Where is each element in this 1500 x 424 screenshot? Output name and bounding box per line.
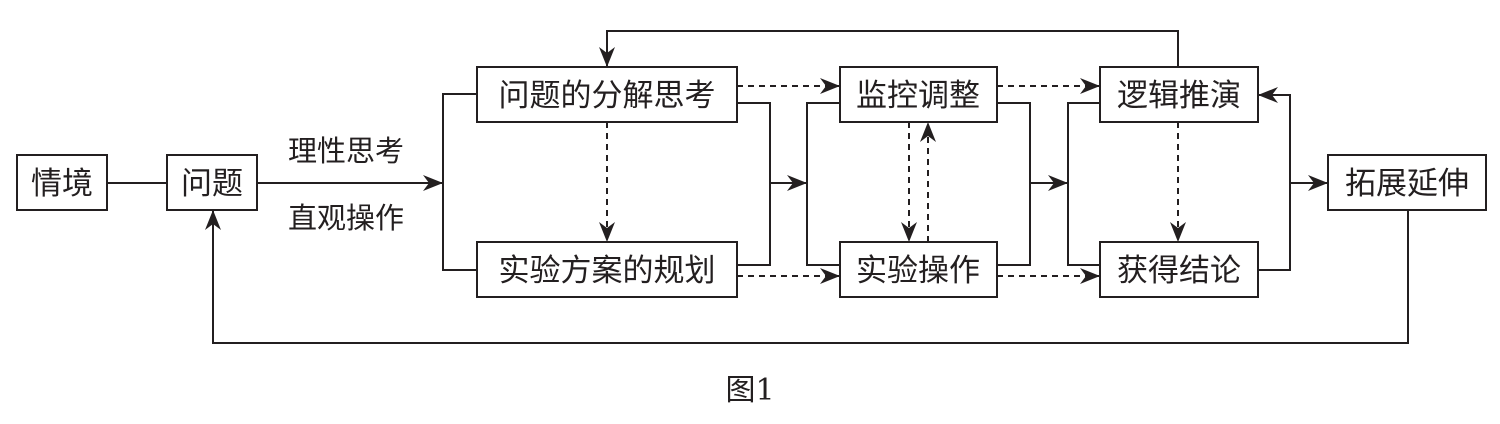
node-conclusion: 获得结论 <box>1099 241 1259 298</box>
edge-label-intuitive: 直观操作 <box>288 201 404 235</box>
bracket-group3-left <box>1067 102 1100 266</box>
node-planning-label: 实验方案的规划 <box>499 253 716 289</box>
node-planning: 实验方案的规划 <box>476 241 738 298</box>
node-conclusion-label: 获得结论 <box>1117 253 1241 289</box>
figure-caption: 图1 <box>725 373 774 408</box>
node-extension-label: 拓展延伸 <box>1345 166 1469 202</box>
bracket-group1-left <box>442 93 477 271</box>
edge-conclusion-reasoning <box>1258 87 1291 271</box>
bracket-group1-right <box>737 102 771 266</box>
node-reasoning: 逻辑推演 <box>1099 66 1259 123</box>
edges-solid <box>107 30 1409 344</box>
node-operation: 实验操作 <box>839 241 998 298</box>
bracket-group2-right <box>997 102 1031 266</box>
node-problem-label: 问题 <box>181 166 243 202</box>
node-extension: 拓展延伸 <box>1327 154 1487 211</box>
edge-label-rational: 理性思考 <box>288 134 404 168</box>
node-decomposition-label: 问题的分解思考 <box>499 78 716 114</box>
node-reasoning-label: 逻辑推演 <box>1117 78 1241 114</box>
node-decomposition: 问题的分解思考 <box>476 66 738 123</box>
node-monitoring-label: 监控调整 <box>856 78 980 114</box>
node-operation-label: 实验操作 <box>856 253 980 289</box>
bracket-group2-left <box>806 102 840 266</box>
node-monitoring: 监控调整 <box>839 66 998 123</box>
edge-reasoning-decomposition <box>599 30 1179 67</box>
node-situation: 情境 <box>16 154 108 211</box>
node-problem: 问题 <box>166 154 258 211</box>
node-situation-label: 情境 <box>31 166 93 202</box>
edges-dashed <box>599 78 1186 284</box>
edge-extension-problem <box>205 210 1409 344</box>
